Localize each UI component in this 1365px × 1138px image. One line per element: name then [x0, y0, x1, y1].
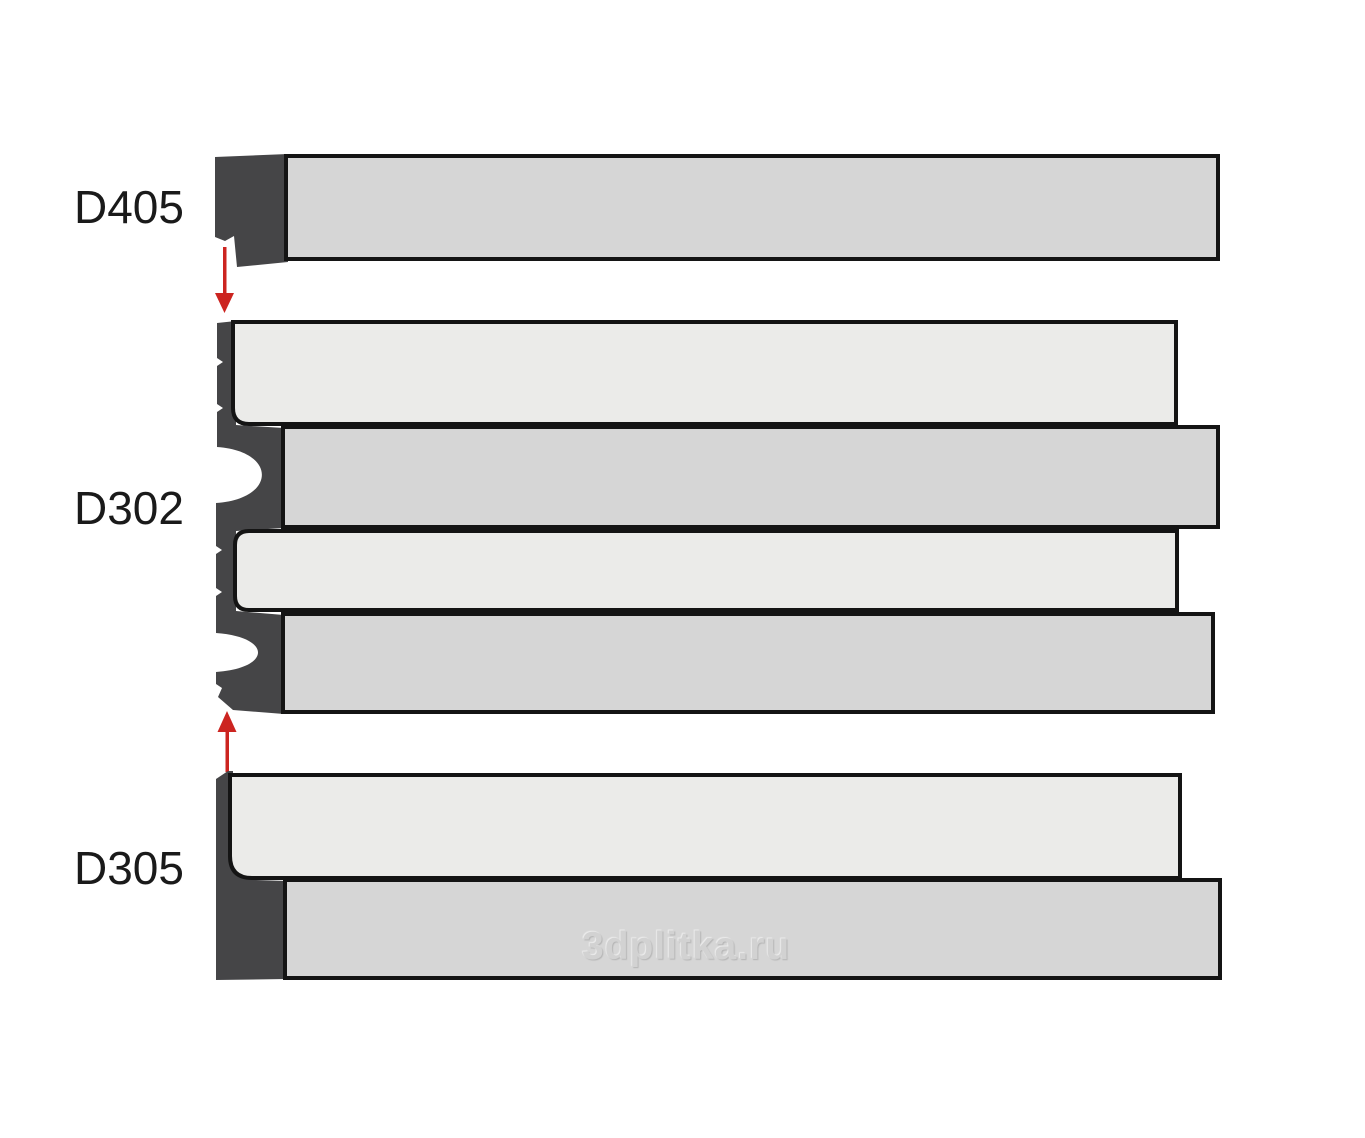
section-d305-group — [216, 771, 1222, 980]
d305-panel-2 — [283, 878, 1222, 980]
d405-panel — [284, 154, 1220, 261]
section-d302-group — [216, 320, 1220, 772]
d302-panel-4 — [281, 612, 1215, 714]
section-d405-group — [215, 154, 1220, 313]
d305-profile-shape — [216, 771, 287, 980]
d302-profile-shape — [216, 321, 284, 714]
section-label-d302: D302 — [74, 482, 184, 534]
d405-profile-shape — [215, 154, 288, 267]
d302-panel-3 — [233, 529, 1179, 612]
watermark: 3dplitka.ru — [582, 925, 791, 968]
section-label-d305: D305 — [74, 842, 184, 894]
down-arrow-icon — [215, 247, 234, 313]
d305-panel-1 — [228, 773, 1182, 880]
d302-panel-1 — [231, 320, 1178, 426]
d302-panel-2 — [281, 425, 1220, 529]
up-arrow-icon — [217, 711, 237, 772]
section-label-d405: D405 — [74, 181, 184, 233]
